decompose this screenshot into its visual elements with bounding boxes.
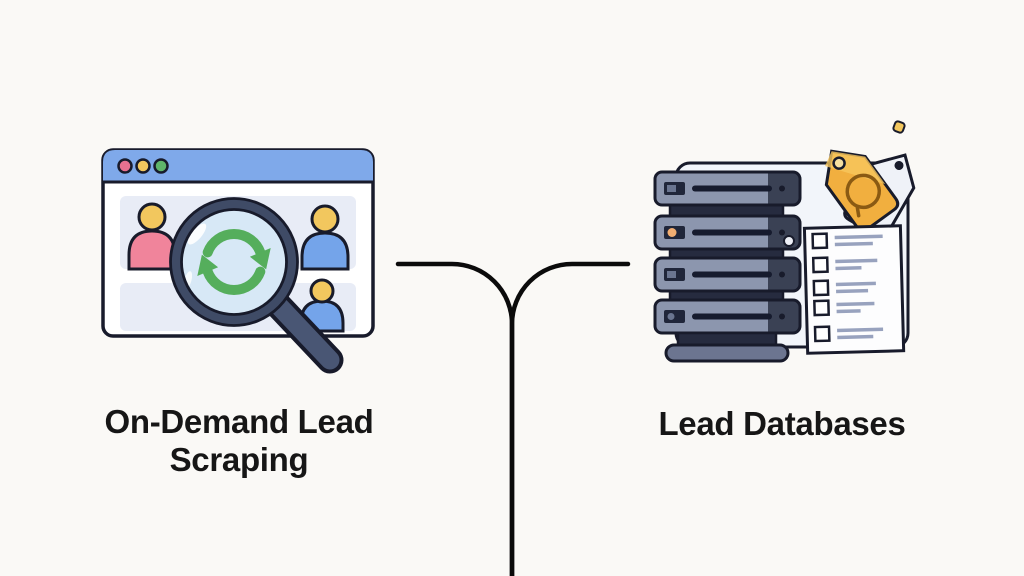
sync-icon	[197, 229, 271, 295]
server-base-foot	[664, 343, 790, 363]
magnifying-glass-icon	[169, 197, 344, 374]
connector-right-branch	[509, 261, 631, 576]
server-unit-1	[653, 170, 802, 207]
server-unit-3	[653, 256, 802, 293]
left-node-label: On-Demand Lead Scraping	[104, 403, 374, 478]
connector-left-branch	[395, 261, 515, 576]
checklist-icon	[802, 224, 906, 355]
right-node-label: Lead Databases	[658, 405, 906, 442]
traffic-light-dots-icon	[117, 158, 169, 174]
sparkle-dot-icon	[892, 120, 906, 134]
server-base-neck	[676, 331, 778, 347]
server-unit-2	[653, 214, 802, 251]
server-unit-4	[653, 298, 802, 335]
lead-databases-illustration	[653, 120, 916, 363]
person-pink-icon	[127, 202, 177, 271]
server-stack-icon	[653, 170, 802, 363]
lead-scraping-illustration	[101, 148, 375, 374]
person-blue-icon	[300, 204, 350, 271]
